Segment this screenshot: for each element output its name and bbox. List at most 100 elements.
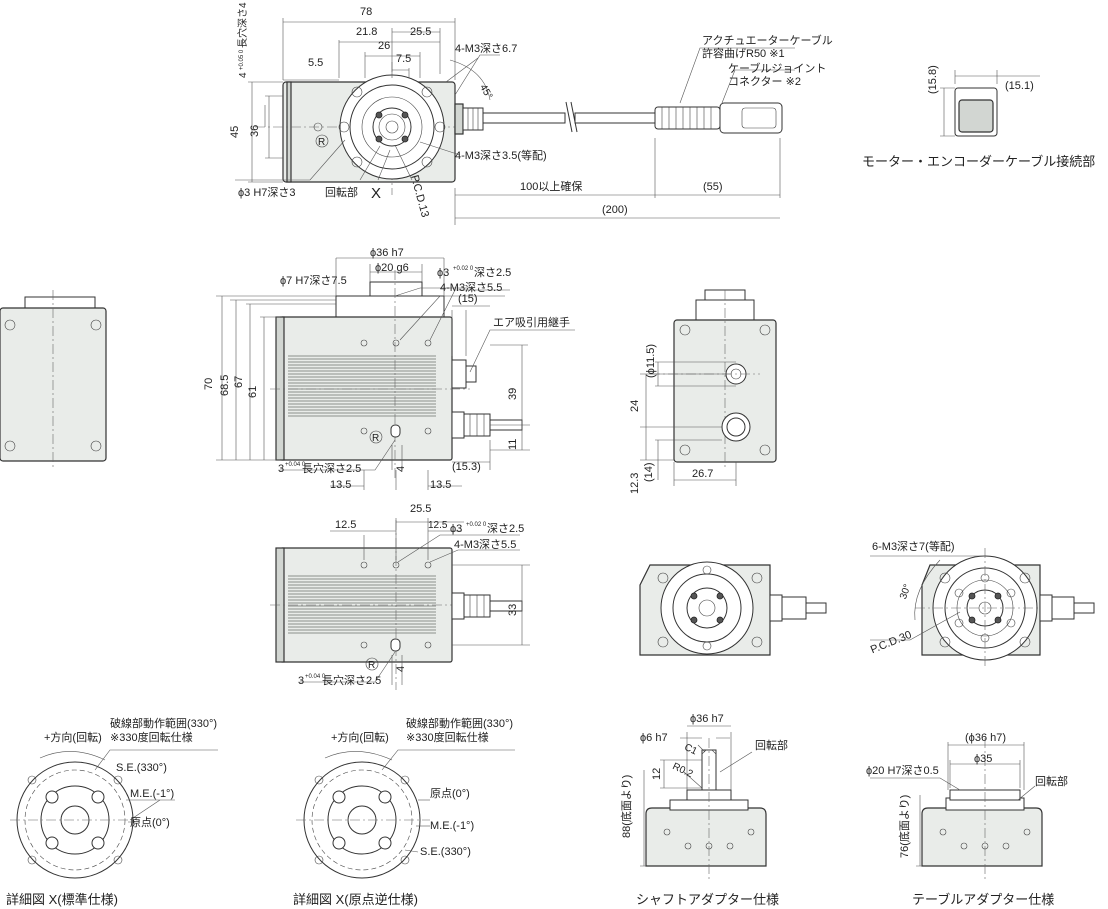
note-bend: 許容曲げR50 ※1 <box>702 46 785 60</box>
caption-std: 詳細図 X(標準仕様) <box>6 892 118 907</box>
dim-phi20: ϕ20 g6 <box>375 262 409 274</box>
slot-text: 長穴深さ4 <box>236 2 249 48</box>
table-pcd: P.C.D.30 <box>869 629 914 656</box>
dim-13-5-left: 13.5 <box>330 479 351 491</box>
bottom-phi3-depth: 深さ2.5 <box>487 522 524 535</box>
bottom-dim-4: 4 <box>395 666 407 672</box>
bottom-dim-25-5: 25.5 <box>410 503 431 515</box>
side-view: (ϕ11.5) 24 12.3 (14) 26.7 <box>629 289 777 494</box>
front-slot-tol: +0.04 0 <box>285 462 306 468</box>
table-adapter-side: (ϕ36 h7) ϕ35 ϕ20 H7深さ0.5 76(底面より) 回転部 テー… <box>866 732 1068 907</box>
front-r: R <box>372 433 379 444</box>
table-adapter-top-view: 6-M3深さ7(等配) 30° P.C.D.30 <box>869 539 1095 668</box>
encoder-connector-view: (15.8) (15.1) モーター・エンコーダーケーブル接続部 <box>862 65 1095 169</box>
front-phi3-depth: 深さ2.5 <box>474 266 511 279</box>
dim-36: 36 <box>249 125 261 137</box>
front-air: エア吸引用継手 <box>493 315 570 329</box>
dim-61: 61 <box>247 386 259 398</box>
dim-45: 45 <box>229 126 241 138</box>
table-dim-phi35: ϕ35 <box>974 753 992 765</box>
dim-21-8: 21.8 <box>356 26 377 38</box>
bottom-dim-12-5-right: 12.5 <box>428 520 448 531</box>
shaft-dim-phi6: ϕ6 h7 <box>640 732 668 744</box>
table-angle: 30° <box>898 583 914 601</box>
rev-origin: 原点(0°) <box>430 787 470 800</box>
dim-14: (14) <box>643 462 655 482</box>
dim-100: 100以上確保 <box>520 179 582 193</box>
slot-label: 4 <box>238 72 249 78</box>
dim-11: 11 <box>507 439 519 450</box>
dim-15-3: (15.3) <box>452 461 481 473</box>
front-slot-depth: 長穴深さ2.5 <box>302 461 361 475</box>
front-phi3-tol: +0.02 0 <box>453 266 474 272</box>
rev-me: M.E.(-1°) <box>430 820 474 832</box>
shaft-adapter-side: ϕ36 h7 ϕ6 h7 C1 R0.2 12 88(底面より) 回転部 シャフ… <box>619 713 788 907</box>
rev-spec: ※330度回転仕様 <box>406 730 489 744</box>
note-r: R <box>318 137 325 148</box>
caption-shaft: シャフトアダプター仕様 <box>636 892 779 907</box>
dim-7-5: 7.5 <box>396 53 411 65</box>
rear-view <box>0 290 107 470</box>
dim-70: 70 <box>203 378 215 390</box>
rev-range: 破線部動作範囲(330°) <box>406 716 513 730</box>
dim-15-1: (15.1) <box>1005 80 1034 92</box>
std-spec: ※330度回転仕様 <box>110 730 193 744</box>
std-origin: 原点(0°) <box>130 816 170 829</box>
dim-39: 39 <box>507 388 519 400</box>
caption-encoder: モーター・エンコーダーケーブル接続部 <box>862 154 1095 169</box>
note-m3-3-5: 4-M3深さ3.5(等配) <box>455 148 547 162</box>
dim-26-7: 26.7 <box>692 468 713 480</box>
table-dim-phi36: (ϕ36 h7) <box>965 732 1006 744</box>
note-rotating: 回転部 <box>325 185 358 199</box>
dim-15-8: (15.8) <box>927 65 939 94</box>
slot-label-group: 4 +0.05 0 長穴深さ4 <box>236 2 249 78</box>
bottom-slot: 3 <box>298 675 304 687</box>
table-dim-76: 76(底面より) <box>897 795 911 858</box>
table-rot: 回転部 <box>1035 774 1068 788</box>
bottom-phi3: ϕ3 <box>450 523 462 535</box>
shaft-dim-12: 12 <box>651 768 663 780</box>
front-phi3: ϕ3 <box>437 267 449 279</box>
note-x: X <box>371 185 381 202</box>
dim-4: 4 <box>395 466 407 472</box>
shaft-adapter-top-view <box>639 561 827 656</box>
bottom-slot-depth: 長穴深さ2.5 <box>322 673 381 687</box>
dim-15: (15) <box>458 293 478 305</box>
dim-13-5-right: 13.5 <box>430 479 451 491</box>
note-cable: アクチュエーターケーブル <box>702 33 833 47</box>
dim-5-5: 5.5 <box>308 57 323 69</box>
dim-200: (200) <box>602 204 628 216</box>
bottom-view: 12.5 25.5 12.5 33 4 ϕ3 +0.02 0 深さ2.5 4-M… <box>270 503 530 690</box>
caption-table: テーブルアダプター仕様 <box>912 892 1054 907</box>
note-phi3: ϕ3 H7深さ3 <box>238 186 296 199</box>
front-m3: 4-M3深さ5.5 <box>440 281 502 294</box>
dim-24: 24 <box>629 400 641 412</box>
dim-67: 67 <box>233 376 245 388</box>
bottom-phi3-tol: +0.02 0 <box>466 522 487 528</box>
shaft-dim-r02: R0.2 <box>671 761 695 780</box>
dim-26: 26 <box>378 40 390 52</box>
std-se: S.E.(330°) <box>116 762 167 774</box>
dim-55: (55) <box>703 181 723 193</box>
bottom-dim-33: 33 <box>507 604 519 616</box>
dim-68-5: 68.5 <box>219 375 231 396</box>
detail-standard: +方向(回転) 破線部動作範囲(330°) ※330度回転仕様 S.E.(330… <box>6 716 218 907</box>
caption-rev: 詳細図 X(原点逆仕様) <box>293 892 418 907</box>
shaft-rot: 回転部 <box>755 738 788 752</box>
note-m3-6-7: 4-M3深さ6.7 <box>455 42 517 55</box>
bottom-slot-tol: +0.04 0 <box>305 674 326 680</box>
dim-phi7: ϕ7 H7深さ7.5 <box>280 274 347 287</box>
dim-25-5: 25.5 <box>410 26 431 38</box>
dim-phi36: ϕ36 h7 <box>370 247 404 259</box>
note-joint-1: ケーブルジョイント <box>728 61 826 75</box>
shaft-dim-88: 88(底面より) <box>619 775 633 838</box>
shaft-dim-phi36: ϕ36 h7 <box>690 713 724 725</box>
bottom-m3: 4-M3深さ5.5 <box>454 538 516 551</box>
dim-phi11-5: (ϕ11.5) <box>645 344 657 378</box>
front-view: ϕ36 h7 ϕ20 g6 ϕ7 H7深さ7.5 (15) 70 68.5 67… <box>203 247 575 491</box>
std-me: M.E.(-1°) <box>130 788 174 800</box>
dim-45deg: 45° <box>477 83 494 102</box>
front-slot: 3 <box>278 463 284 475</box>
bottom-r: R <box>368 660 375 671</box>
